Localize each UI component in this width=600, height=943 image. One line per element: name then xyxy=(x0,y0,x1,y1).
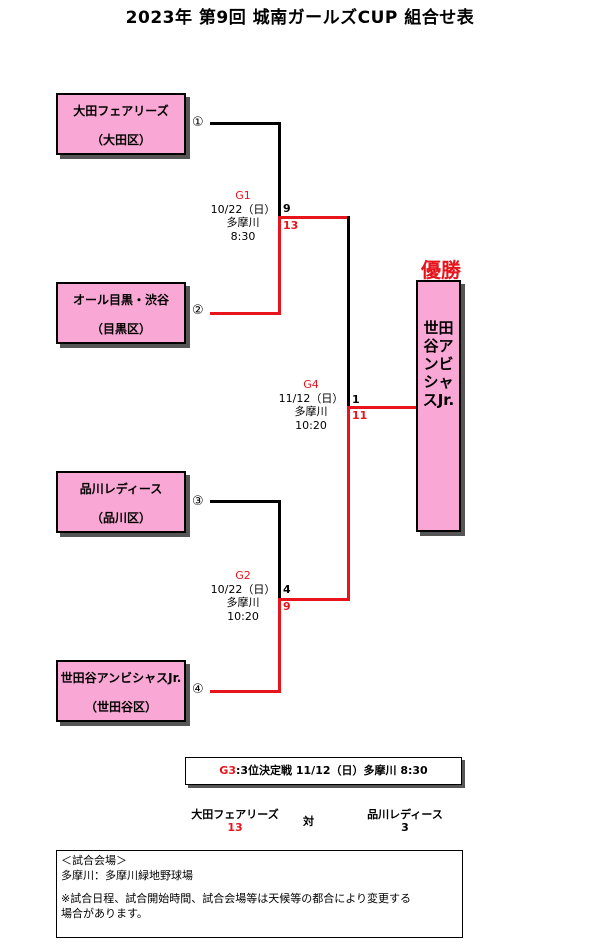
game-venue: 多摩川 xyxy=(226,596,260,609)
notes-disclaimer-line1: ※試合日程、試合開始時間、試合会場等は天候等の都合により変更する xyxy=(61,892,411,905)
team-box-3: 品川レディース （品川区） xyxy=(56,471,186,533)
team-ward: （世田谷区） xyxy=(84,700,157,714)
score-g1-top: 9 xyxy=(283,202,291,215)
seed-4: ④ xyxy=(192,682,204,697)
team-box-1: 大田フェアリーズ （大田区） xyxy=(56,93,186,155)
team-ward: （品川区） xyxy=(90,511,151,525)
team-name: 品川レディース xyxy=(79,482,163,496)
score-g2-bottom: 9 xyxy=(283,600,291,613)
notes-venue-heading: ＜試合会場＞ xyxy=(61,854,127,867)
game-label: G2 xyxy=(235,569,251,582)
notes-disclaimer-line2: 場合があります。 xyxy=(61,907,148,920)
game-time: 10:20 xyxy=(295,418,327,432)
bracket-line-g4-bottom-vertical xyxy=(347,406,350,601)
third-place-game-label: G3 xyxy=(219,764,236,777)
team-name: 大田フェアリーズ xyxy=(73,104,169,118)
game-venue: 多摩川 xyxy=(294,405,328,418)
champion-name: 世田谷アンビシャスJr. xyxy=(422,319,455,409)
team-ward: （大田区） xyxy=(90,133,151,147)
game-label: G4 xyxy=(303,378,319,391)
score-g2-top: 4 xyxy=(283,583,291,596)
game-time: 8:30 xyxy=(230,229,256,243)
notes-box: ＜試合会場＞ 多摩川：多摩川緑地野球場 ※試合日程、試合開始時間、試合会場等は天… xyxy=(56,850,463,938)
bracket-line-g1-bottom xyxy=(210,312,280,315)
team-box-2: オール目黒・渋谷 （目黒区） xyxy=(56,282,186,344)
bracket-line-g2-winner xyxy=(278,598,350,601)
team-name: 世田谷アンビシャスJr. xyxy=(60,671,182,685)
game-info-g4: G4 11/12（日） 多摩川 10:20 xyxy=(266,378,356,432)
bracket-line-g1-bottom-vertical xyxy=(278,216,281,315)
seed-2: ② xyxy=(192,303,204,318)
game-time: 10:20 xyxy=(227,609,259,623)
score-g4-top: 1 xyxy=(352,393,360,406)
bracket-line-g1-winner xyxy=(278,216,350,219)
seed-3: ③ xyxy=(192,494,204,509)
champion-box: 世田谷アンビシャスJr. xyxy=(416,280,461,532)
team-ward: （目黒区） xyxy=(90,322,151,336)
third-place-score-right: 3 xyxy=(401,821,409,834)
third-place-vs: 対 xyxy=(303,815,314,828)
bracket-line-final xyxy=(347,406,417,409)
third-place-info: :3位決定戦 11/12（日）多摩川 8:30 xyxy=(235,764,428,777)
notes-venue: 多摩川：多摩川緑地野球場 xyxy=(61,869,193,882)
third-place-score-left: 13 xyxy=(227,821,243,834)
bracket-line-g4-top-vertical xyxy=(347,216,350,408)
page-title: 2023年 第9回 城南ガールズCUP 組合せ表 xyxy=(125,8,475,28)
bracket-line-g1-top-vertical xyxy=(278,122,281,217)
game-date: 10/22（日） xyxy=(210,582,276,596)
team-name: オール目黒・渋谷 xyxy=(72,293,169,307)
bracket-line-g2-top xyxy=(210,500,280,503)
champion-label: 優勝 xyxy=(421,258,461,282)
team-box-4: 世田谷アンビシャスJr. （世田谷区） xyxy=(56,660,186,722)
game-info-g1: G1 10/22（日） 多摩川 8:30 xyxy=(198,189,288,243)
game-date: 10/22（日） xyxy=(210,202,276,216)
game-label: G1 xyxy=(235,189,251,202)
score-g4-bottom: 11 xyxy=(352,409,368,422)
third-place-box: G3:3位決定戦 11/12（日）多摩川 8:30 xyxy=(185,757,462,785)
game-date: 11/12（日） xyxy=(278,391,344,405)
bracket-line-g2-bottom xyxy=(210,690,280,693)
bracket-line-g2-top-vertical xyxy=(278,500,281,599)
game-info-g2: G2 10/22（日） 多摩川 10:20 xyxy=(198,569,288,623)
score-g1-bottom: 13 xyxy=(283,219,299,232)
third-place-team-left: 大田フェアリーズ xyxy=(191,808,279,821)
third-place-team-right: 品川レディース xyxy=(367,808,443,821)
game-venue: 多摩川 xyxy=(226,216,260,229)
seed-1: ① xyxy=(192,115,204,130)
bracket-line-g1-top xyxy=(210,122,280,125)
bracket-line-g2-bottom-vertical xyxy=(278,598,281,693)
